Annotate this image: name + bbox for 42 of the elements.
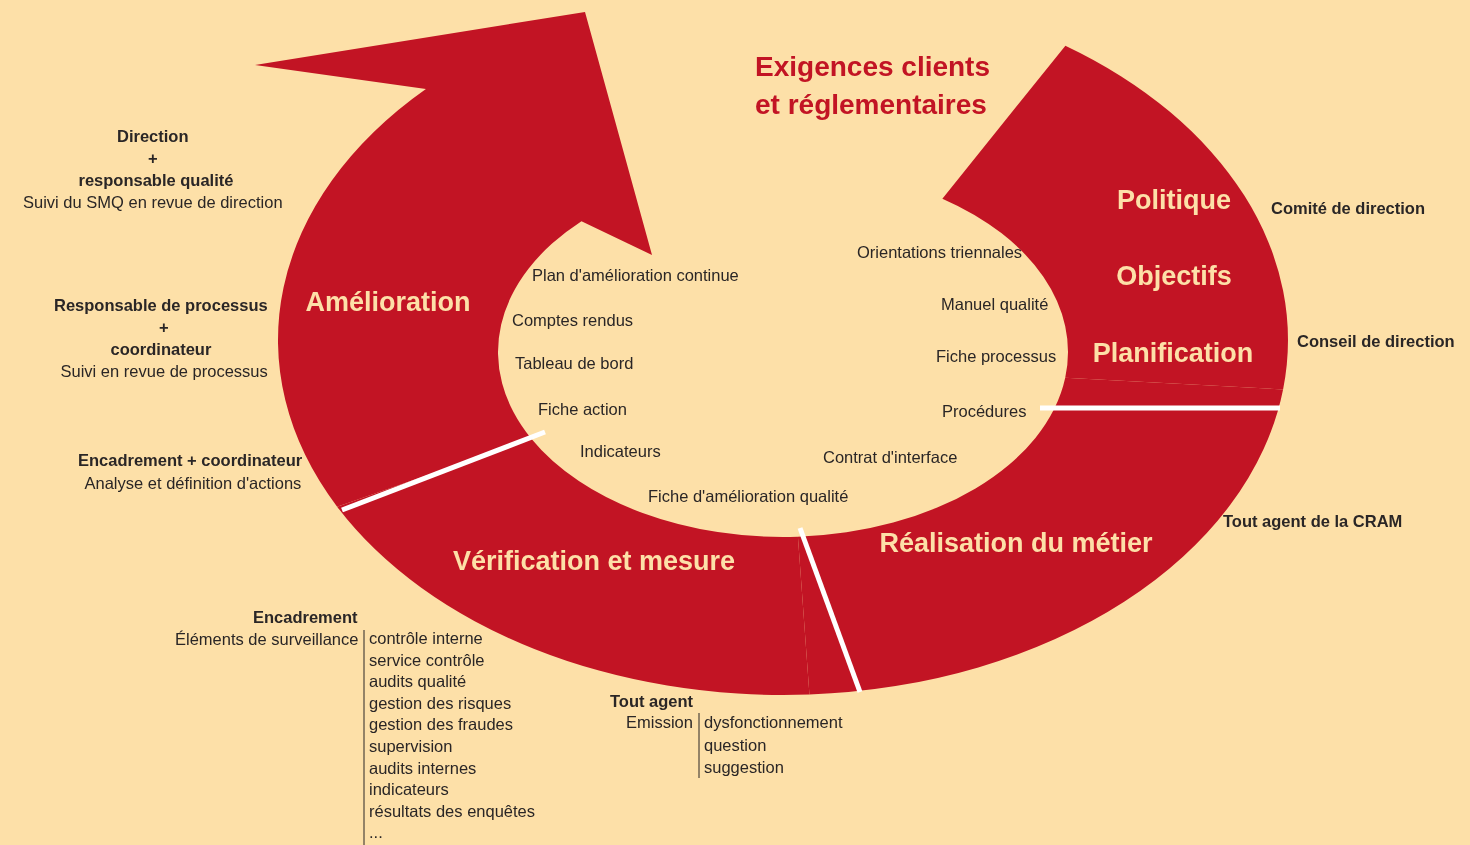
role-label: Tout agent: [610, 691, 694, 711]
list-item: indicateurs: [369, 779, 449, 800]
document-label: Indicateurs: [580, 441, 661, 461]
list-item: contrôle interne: [369, 628, 483, 648]
activity-label: Emission: [626, 712, 693, 732]
list-item: gestion des risques: [369, 692, 512, 713]
plus-sign: +: [148, 148, 158, 168]
document-label: Tableau de bord: [515, 353, 634, 373]
document-label: Comptes rendus: [512, 310, 634, 330]
list-item: résultats des enquêtes: [369, 800, 536, 821]
role-label: Encadrement: [253, 607, 358, 627]
document-label: Fiche processus: [936, 346, 1057, 366]
document-label: Procédures: [942, 401, 1027, 421]
role-label: responsable qualité: [78, 170, 234, 190]
role-label: Comité de direction: [1271, 198, 1426, 218]
role-label: Encadrement + coordinateur: [78, 450, 303, 470]
role-label: Responsable de processus: [54, 295, 268, 315]
activity-label: Suivi en revue de processus: [60, 361, 268, 381]
role-label: Tout agent de la CRAM: [1223, 511, 1403, 531]
role-label: Direction: [117, 126, 189, 146]
document-label: Fiche action: [538, 399, 627, 419]
document-label: Contrat d'interface: [823, 447, 958, 467]
document-label: Plan d'amélioration continue: [532, 265, 739, 285]
list-item: audits internes: [369, 757, 477, 778]
list-item: supervision: [369, 736, 453, 756]
list-item: audits qualité: [369, 671, 467, 692]
document-label: Manuel qualité: [941, 294, 1049, 314]
role-label: coordinateur: [110, 339, 212, 359]
plus-sign: +: [159, 317, 169, 337]
list-item: service contrôle: [369, 649, 485, 670]
document-label: Fiche d'amélioration qualité: [648, 486, 849, 506]
activity-label: Éléments de surveillance: [175, 629, 359, 649]
heading: Exigences clients et réglementaires: [755, 50, 991, 122]
role-label: Conseil de direction: [1297, 331, 1455, 351]
document-label: Orientations triennales: [857, 242, 1023, 262]
activity-label: Suivi du SMQ en revue de direction: [23, 192, 283, 212]
activity-label: Analyse et définition d'actions: [84, 473, 302, 493]
list-item: suggestion: [704, 757, 784, 777]
list-item: question: [704, 734, 767, 755]
list-item: ...: [369, 822, 383, 843]
list-item: gestion des fraudes: [369, 714, 513, 735]
list-item: dysfonctionnement: [704, 712, 843, 732]
